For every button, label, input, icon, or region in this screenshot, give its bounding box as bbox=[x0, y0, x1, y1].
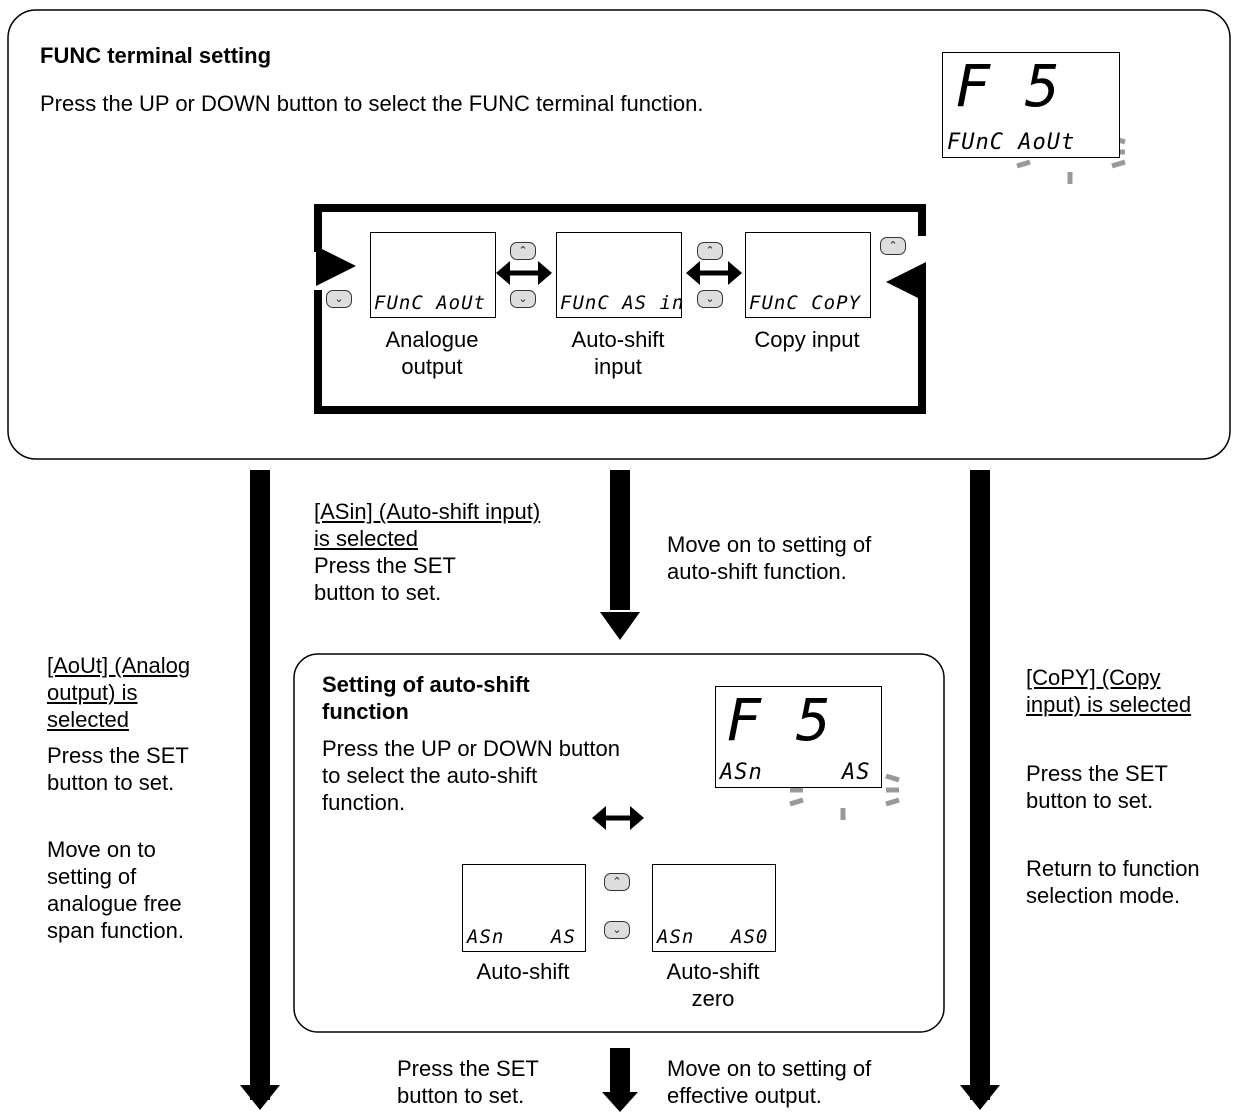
up-button-icon: ⌃ bbox=[697, 242, 723, 260]
left-branch-action: Press the SET button to set. bbox=[47, 743, 189, 795]
down-button-icon: ⌄ bbox=[604, 921, 630, 939]
sub-panel-title: Setting of auto-shift function bbox=[322, 672, 530, 724]
lcd-right: AS0 bbox=[731, 926, 769, 948]
main-lcd-display: F 5 FUnC AoUt bbox=[942, 52, 1120, 158]
option-label-auto-shift: Auto-shift bbox=[476, 959, 570, 984]
cycle-loop-frame bbox=[314, 204, 926, 414]
right-branch-next: Return to function selection mode. bbox=[1026, 856, 1200, 908]
lcd-right: AS bbox=[551, 926, 576, 948]
option-label-auto-shift-zero: Auto-shift zero bbox=[666, 959, 760, 1011]
up-button-icon: ⌃ bbox=[604, 873, 630, 891]
double-arrow-icon bbox=[592, 806, 644, 830]
main-lcd-digits: F 5 bbox=[955, 52, 1060, 120]
down-button-icon: ⌄ bbox=[697, 290, 723, 308]
sub-main-lcd-display: F 5 ASn AS bbox=[715, 686, 882, 788]
lcd-option-auto-shift: ASn AS bbox=[462, 864, 586, 952]
option-label-autoshift: Auto-shift input bbox=[571, 327, 665, 379]
left-branch-next: Move on to setting of analogue free span… bbox=[47, 837, 184, 943]
lcd-left: ASn bbox=[657, 926, 695, 948]
sub-main-lcd-left: ASn bbox=[720, 760, 763, 785]
down-button-icon: ⌄ bbox=[510, 290, 536, 308]
right-branch-action: Press the SET button to set. bbox=[1026, 761, 1168, 813]
lcd-text: FUnC AoUt bbox=[374, 292, 486, 314]
center-branch-condition: [ASin] (Auto-shift input) is selected bbox=[314, 499, 541, 551]
center-branch-action: Press the SET button to set. bbox=[314, 553, 456, 605]
double-arrow-icon bbox=[496, 261, 552, 285]
double-arrow-icon bbox=[686, 261, 742, 285]
main-lcd-text: FUnC AoUt bbox=[947, 130, 1076, 155]
option-label-copy: Copy input bbox=[754, 327, 860, 352]
option-label-analogue: Analogue output bbox=[385, 327, 479, 379]
lcd-option-auto-shift-zero: ASn AS0 bbox=[652, 864, 776, 952]
left-branch-condition: [AoUt] (Analog output) is selected bbox=[47, 653, 191, 732]
sub-main-lcd-digits: F 5 bbox=[726, 686, 831, 754]
lcd-left: ASn bbox=[467, 926, 505, 948]
bottom-next: Move on to setting of effective output. bbox=[667, 1056, 872, 1108]
top-panel-instruction: Press the UP or DOWN button to select th… bbox=[40, 91, 704, 116]
up-button-icon: ⌃ bbox=[880, 237, 906, 255]
right-branch-condition: [CoPY] (Copy input) is selected bbox=[1026, 665, 1192, 717]
lcd-option-copy: FUnC CoPY bbox=[745, 232, 871, 318]
center-branch-next: Move on to setting of auto-shift functio… bbox=[667, 532, 872, 584]
sub-panel-frame bbox=[293, 653, 945, 1033]
up-button-icon: ⌃ bbox=[510, 242, 536, 260]
top-panel-frame bbox=[7, 9, 1231, 460]
top-panel-title: FUNC terminal setting bbox=[40, 43, 272, 68]
down-button-icon: ⌄ bbox=[326, 290, 352, 308]
lcd-option-analogue: FUnC AoUt bbox=[370, 232, 496, 318]
bottom-action: Press the SET button to set. bbox=[397, 1056, 539, 1108]
sub-panel-instruction: Press the UP or DOWN button to select th… bbox=[322, 736, 620, 815]
lcd-text: FUnC CoPY bbox=[749, 292, 861, 314]
sub-main-lcd-right: AS bbox=[842, 760, 871, 785]
lcd-option-autoshift: FUnC AS in bbox=[556, 232, 685, 318]
lcd-text: FUnC AS in bbox=[560, 292, 685, 314]
